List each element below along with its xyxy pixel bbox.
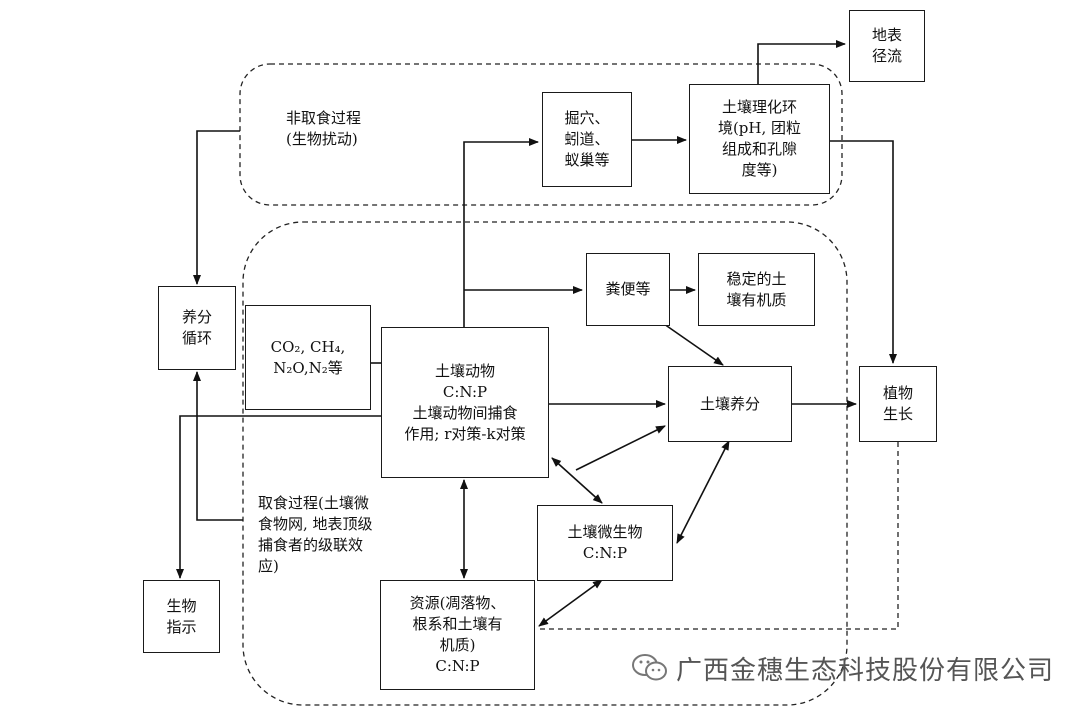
non-feeding-process-label: 非取食过程(生物扰动) <box>286 109 362 148</box>
arrow-nonfeeding-cycle <box>193 130 240 285</box>
feeding-region <box>242 221 848 706</box>
resource-box: 资源(凋落物、根系和土壤有机质)C:N:P <box>380 580 535 690</box>
arrow-physchem-runoff <box>757 40 846 84</box>
arrow-physchem-plant <box>830 140 897 364</box>
arrow-feces-nutrient <box>663 323 724 366</box>
burrow-box: 掘穴、蚓道、蚁巢等 <box>542 92 632 187</box>
nutrient-cycle-box: 养分循环 <box>158 286 236 370</box>
plant-growth-box: 植物生长 <box>859 366 937 442</box>
arrow-microbe-resource <box>538 579 603 627</box>
feces-box: 粪便等 <box>586 253 670 326</box>
bio-indicator-box: 生物指示 <box>143 580 220 653</box>
arrow-animal-nutrient-diag <box>575 425 666 471</box>
gases-box: CO₂, CH₄,N₂O,N₂等 <box>245 305 371 410</box>
arrow-animal-microbe <box>551 457 603 504</box>
arrow-feeding-cycle <box>193 371 243 521</box>
arrow-animal-burrow <box>463 138 539 327</box>
stable-organic-matter-box: 稳定的土壤有机质 <box>698 253 815 326</box>
arrow-microbe-nutrient <box>676 440 730 544</box>
watermark-text: 广西金穗生态科技股份有限公司 <box>676 655 1055 686</box>
surface-runoff-box: 地表径流 <box>849 10 925 82</box>
non-feeding-region <box>239 63 843 206</box>
wechat-icon <box>632 654 667 681</box>
watermark: 广西金穗生态科技股份有限公司 <box>630 650 1060 686</box>
arrow-animal-indicator <box>176 415 381 579</box>
soil-physchem-box: 土壤理化环境(pH, 团粒组成和孔隙度等) <box>689 84 830 194</box>
soil-nutrient-box: 土壤养分 <box>668 366 792 442</box>
feeding-process-label: 取食过程(土壤微食物网, 地表顶级捕食者的级联效应) <box>258 494 373 575</box>
